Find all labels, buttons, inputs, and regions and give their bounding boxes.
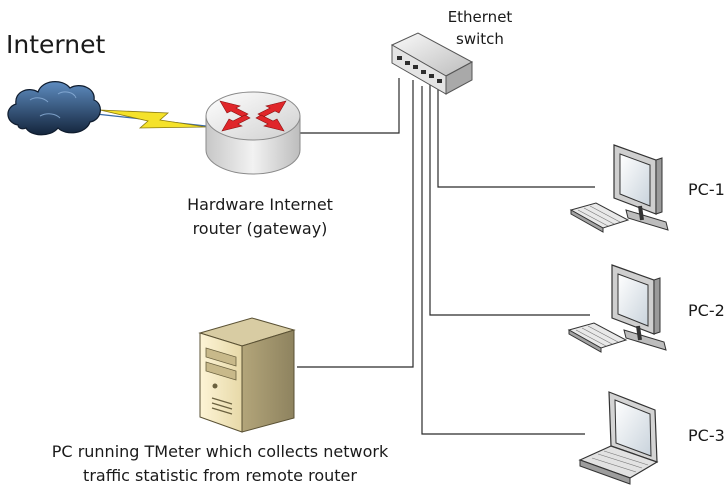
- pc1-desktop-icon: [569, 144, 669, 233]
- server-label-line2: traffic statistic from remote router: [83, 466, 357, 485]
- switch-label-line1: Ethernet: [447, 8, 513, 26]
- router-label-line2: router (gateway): [192, 219, 328, 238]
- internet-label: Internet: [6, 30, 106, 59]
- router-label: Hardware Internet router (gateway): [160, 193, 360, 241]
- link-switch-pc3: [421, 86, 585, 435]
- cloud-icon: [7, 81, 101, 136]
- link-switch-pc2: [429, 84, 590, 316]
- server-icon: [198, 317, 296, 433]
- pc2-label: PC-2: [688, 301, 725, 320]
- link-router-switch: [300, 78, 400, 134]
- keyboard-icon: [569, 202, 630, 233]
- pc2-desktop-icon: [567, 264, 667, 353]
- lightning-icon: [95, 109, 207, 129]
- server-label-line1: PC running TMeter which collects network: [51, 442, 389, 461]
- router-icon: [205, 91, 301, 175]
- switch-icon: [390, 32, 474, 95]
- pc3-label: PC-3: [688, 426, 725, 445]
- switch-label: Ethernet switch: [430, 6, 530, 50]
- monitor-icon: [613, 144, 669, 231]
- link-server-switch: [297, 80, 414, 368]
- link-switch-pc1: [437, 82, 595, 188]
- switch-label-line2: switch: [456, 30, 504, 48]
- server-label: PC running TMeter which collects network…: [20, 440, 420, 488]
- router-label-line1: Hardware Internet: [187, 195, 333, 214]
- connection-lines: [297, 78, 595, 435]
- pc1-label: PC-1: [688, 180, 725, 199]
- monitor-icon: [611, 264, 667, 351]
- laptop-icon: [578, 391, 659, 485]
- keyboard-icon: [567, 322, 628, 353]
